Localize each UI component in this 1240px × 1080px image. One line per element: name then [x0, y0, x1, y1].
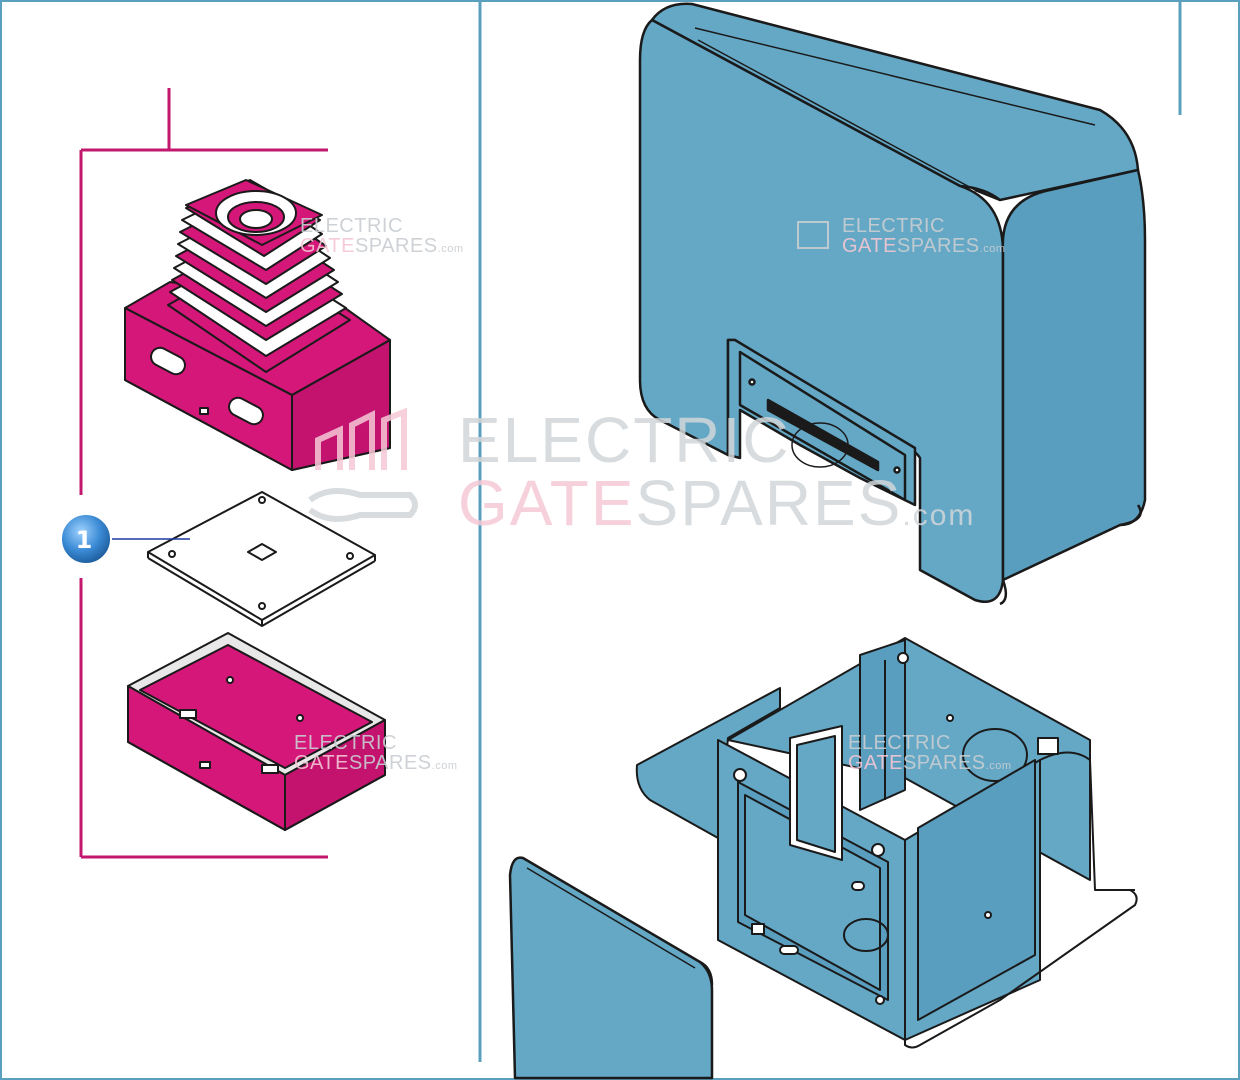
- svg-text:GATESPARES.com: GATESPARES.com: [458, 467, 975, 539]
- callout-1: 1: [60, 513, 190, 565]
- watermark-small-bottom-left: ELECTRIC GATESPARES.com: [294, 732, 457, 774]
- svg-text:ELECTRIC: ELECTRIC: [458, 404, 791, 476]
- svg-text:ELECTRIC: ELECTRIC: [294, 732, 397, 754]
- svg-text:GATESPARES.com: GATESPARES.com: [842, 235, 1005, 257]
- svg-text:GATESPARES.com: GATESPARES.com: [848, 752, 1011, 774]
- blue-main-cover: [638, 2, 1147, 606]
- watermark-small-bottom-right: ELECTRIC GATESPARES.com: [848, 732, 1011, 774]
- watermark-small-top-left: ELECTRIC GATESPARES.com: [300, 215, 463, 257]
- watermark-logo-icon: [308, 407, 418, 522]
- magenta-base-tray: [127, 632, 386, 831]
- svg-text:ELECTRIC: ELECTRIC: [300, 215, 403, 237]
- svg-text:ELECTRIC: ELECTRIC: [848, 732, 951, 754]
- kit-bracket: [79, 88, 328, 859]
- circuit-board-plate: [147, 491, 376, 627]
- blue-side-panel: [508, 856, 714, 1080]
- svg-text:GATESPARES.com: GATESPARES.com: [294, 752, 457, 774]
- svg-text:ELECTRIC: ELECTRIC: [842, 215, 945, 237]
- callout-number: 1: [76, 526, 93, 554]
- svg-text:GATESPARES.com: GATESPARES.com: [300, 235, 463, 257]
- watermark-large: ELECTRIC GATESPARES.com: [308, 404, 975, 539]
- watermark-small-top-right: ELECTRIC GATESPARES.com: [797, 215, 1005, 257]
- blue-box-body: [635, 637, 1138, 1049]
